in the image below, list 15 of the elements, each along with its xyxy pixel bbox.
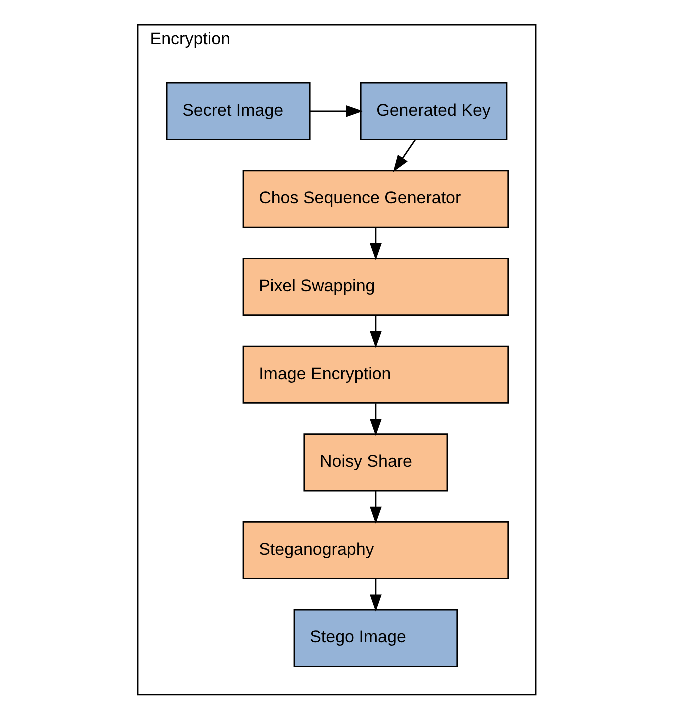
arrow — [310, 105, 363, 118]
arrow — [370, 404, 382, 436]
arrow — [370, 491, 382, 524]
node-box: Secret Image — [166, 82, 310, 140]
node-box: Noisy Share — [303, 434, 448, 492]
node-box: Chos Sequence Generator — [242, 170, 509, 228]
arrow — [392, 140, 416, 172]
node-box: Steganography — [242, 521, 509, 580]
arrow — [370, 579, 382, 612]
node-box: Pixel Swapping — [242, 258, 509, 316]
arrow — [370, 228, 382, 260]
node-box: Stego Image — [293, 609, 458, 668]
arrow — [370, 316, 382, 348]
node-box: Image Encryption — [242, 346, 509, 404]
node-box: Generated Key — [360, 82, 508, 140]
